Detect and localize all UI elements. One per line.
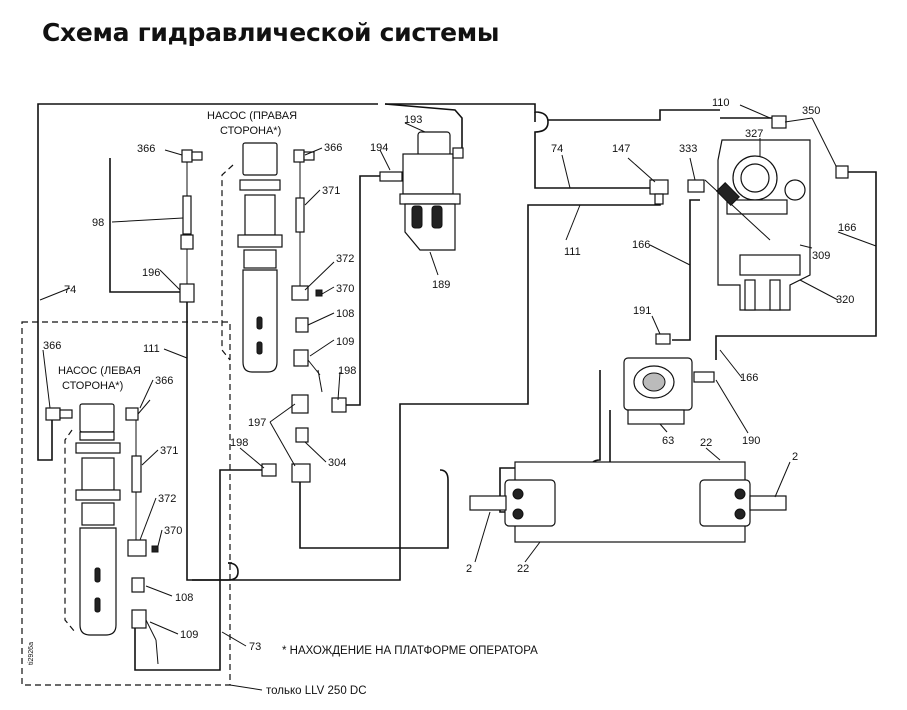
- drive-motors-22: [469, 461, 787, 543]
- callout-366-a: 366: [137, 143, 155, 155]
- callout-189: 189: [432, 279, 450, 291]
- callout-198-a: 198: [338, 365, 356, 377]
- callout-372-a: 372: [336, 253, 354, 265]
- callout-166-b: 166: [838, 222, 856, 234]
- figure-id: ti2926a: [28, 642, 35, 665]
- callout-147: 147: [612, 143, 630, 155]
- tee-147: [649, 179, 669, 205]
- callout-327: 327: [745, 128, 763, 140]
- llv250-option-box: [21, 321, 231, 686]
- callout-196: 196: [142, 267, 160, 279]
- callout-63: 63: [662, 435, 674, 447]
- callout-366-b: 366: [324, 142, 342, 154]
- left-pump-fittings: [45, 149, 203, 665]
- pump-left-label-line1: НАСОС (ЛЕВАЯ: [58, 365, 141, 377]
- callout-73: 73: [249, 641, 261, 653]
- callout-108-b: 108: [175, 592, 193, 604]
- callout-370-b: 370: [164, 525, 182, 537]
- callout-366-d: 366: [155, 375, 173, 387]
- callout-108-a: 108: [336, 308, 354, 320]
- callout-190: 190: [742, 435, 760, 447]
- callout-74-b: 74: [64, 284, 76, 296]
- callout-166-a: 166: [632, 239, 650, 251]
- control-block-327: [687, 115, 849, 311]
- right-pump: [221, 142, 283, 373]
- callout-371-a: 371: [322, 185, 340, 197]
- llv250-note: только LLV 250 DC: [266, 685, 367, 697]
- pump-right-label-line2: СТОРОНА*): [220, 125, 281, 137]
- callout-350: 350: [802, 105, 820, 117]
- callout-333: 333: [679, 143, 697, 155]
- right-pump-fittings: [261, 149, 347, 483]
- callout-22-b: 22: [517, 563, 529, 575]
- pump-63: [623, 333, 715, 425]
- callout-2-b: 2: [792, 451, 798, 463]
- callout-109-a: 109: [336, 336, 354, 348]
- callout-191: 191: [633, 305, 651, 317]
- callout-309: 309: [812, 250, 830, 262]
- diagram-title: Схема гидравлической системы: [42, 18, 500, 47]
- footnote: * НАХОЖДЕНИЕ НА ПЛАТФОРМЕ ОПЕРАТОРА: [282, 645, 538, 657]
- pump-right-label-line1: НАСОС (ПРАВАЯ: [207, 110, 297, 122]
- callout-74-a: 74: [551, 143, 563, 155]
- callout-197: 197: [248, 417, 266, 429]
- callout-320: 320: [836, 294, 854, 306]
- callout-194: 194: [370, 142, 388, 154]
- callout-193: 193: [404, 114, 422, 126]
- callout-111-b: 111: [143, 343, 160, 355]
- callout-2-a: 2: [466, 563, 472, 575]
- pump-left-label-line2: СТОРОНА*): [62, 380, 123, 392]
- callout-372-b: 372: [158, 493, 176, 505]
- callout-109-b: 109: [180, 629, 198, 641]
- callout-166-c: 166: [740, 372, 758, 384]
- callout-22-a: 22: [700, 437, 712, 449]
- callouts: 193 194 189 110 350 327 333 147 74 111 1…: [43, 97, 856, 653]
- callout-98: 98: [92, 217, 104, 229]
- callout-198-b: 198: [230, 437, 248, 449]
- callout-366-c: 366: [43, 340, 61, 352]
- callout-304: 304: [328, 457, 346, 469]
- callout-110: 110: [712, 97, 730, 109]
- callout-111-a: 111: [564, 246, 581, 258]
- callout-370-a: 370: [336, 283, 354, 295]
- leader-lines: [39, 104, 877, 647]
- valve-189: [379, 131, 464, 251]
- callout-371-b: 371: [160, 445, 178, 457]
- left-pump: [64, 403, 121, 636]
